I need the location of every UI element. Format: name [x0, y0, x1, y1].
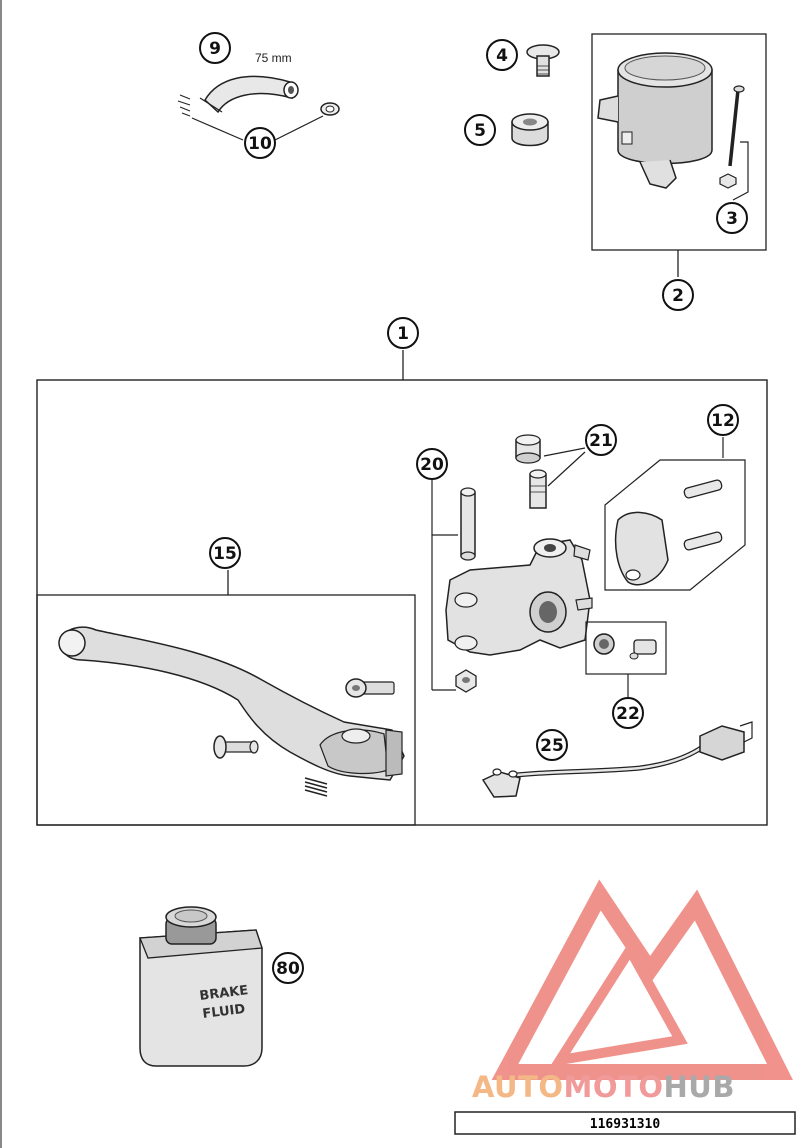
callout-circle — [416, 448, 448, 480]
screw-part-4 — [526, 44, 560, 77]
callout-circle — [585, 424, 617, 456]
lever-adjuster-screw — [345, 678, 395, 698]
reservoir-screw-part-3 — [719, 85, 745, 189]
part-number: 116931310 — [590, 1117, 661, 1132]
watermark-triangle-outer — [491, 879, 793, 1080]
reservoir-frame — [591, 33, 767, 251]
callout-label: 4 — [496, 46, 508, 66]
callout-20: 20 — [416, 448, 448, 480]
callout-1: 1 — [387, 317, 419, 349]
brake-fluid-can-part-80 — [139, 906, 263, 1067]
callout-circle — [387, 317, 419, 349]
rubber-bushing-part-5 — [511, 113, 549, 147]
callout-22: 22 — [612, 697, 644, 729]
leader-3 — [732, 141, 749, 201]
callout-circle — [244, 127, 276, 159]
callout-label: 20 — [420, 455, 444, 475]
callout-12: 12 — [707, 404, 739, 436]
pivot-nut — [455, 669, 477, 693]
callout-label: 15 — [213, 544, 237, 564]
callout-circle — [612, 697, 644, 729]
bleeder-valve — [529, 469, 547, 509]
fluid-reservoir — [597, 52, 713, 189]
watermark-triangle-inner — [549, 940, 688, 1067]
automotohub-watermark — [491, 879, 793, 1080]
fluid-can-label-line-2: FLUID — [202, 1002, 247, 1022]
callout-80: 80 — [272, 952, 304, 984]
fluid-can-label-line-1: BRAKE — [199, 983, 249, 1004]
master-cylinder-body — [445, 538, 593, 656]
callout-5: 5 — [464, 114, 496, 146]
pivot-pin-part-20 — [460, 487, 476, 561]
callout-15: 15 — [209, 537, 241, 569]
callout-label: 5 — [474, 121, 486, 141]
callout-label: 3 — [726, 209, 738, 229]
hose-dimension-label: 75 mm — [255, 51, 292, 65]
callout-label: 9 — [209, 39, 221, 59]
callout-25: 25 — [536, 729, 568, 761]
callout-circle — [716, 202, 748, 234]
part-number-box — [454, 1111, 796, 1135]
lever-pivot-bolt — [213, 735, 259, 759]
brake-lever — [58, 626, 405, 781]
leader-21 — [543, 447, 586, 457]
leader-21b — [547, 451, 586, 487]
callout-circle — [486, 39, 518, 71]
callout-circle — [464, 114, 496, 146]
callout-circle — [209, 537, 241, 569]
watermark-brand-hub: HUB — [664, 1070, 735, 1104]
callout-label: 22 — [616, 704, 640, 724]
callout-circle — [199, 32, 231, 64]
callout-circle — [272, 952, 304, 984]
callout-10: 10 — [244, 127, 276, 159]
brake-switch-part-22 — [585, 621, 667, 675]
watermark-brand-auto: AUTO — [472, 1070, 564, 1104]
callout-2: 2 — [662, 279, 694, 311]
callout-label: 2 — [672, 286, 684, 306]
leader-20 — [431, 480, 458, 536]
callout-3: 3 — [716, 202, 748, 234]
callout-label: 1 — [397, 324, 409, 344]
brake-light-switch-cable-part-25 — [481, 721, 753, 798]
callout-21: 21 — [585, 424, 617, 456]
callout-9: 9 — [199, 32, 231, 64]
hose-clamp-right — [320, 102, 340, 116]
callout-label: 21 — [589, 431, 613, 451]
callout-circle — [536, 729, 568, 761]
watermark-brand-moto: MOTO — [564, 1070, 664, 1104]
banjo-fitting-part-21 — [515, 434, 541, 464]
hose-clamp-left — [177, 94, 191, 117]
lever-frame — [36, 594, 416, 826]
callout-circle — [662, 279, 694, 311]
lever-spring — [304, 777, 328, 797]
callout-label: 10 — [248, 134, 272, 154]
handlebar-clamp-part-12 — [604, 459, 746, 591]
callout-label: 80 — [276, 959, 300, 979]
watermark-brand: AUTOMOTOHUB — [472, 1070, 735, 1104]
callout-label: 12 — [711, 411, 735, 431]
leader-10 — [191, 117, 244, 141]
callout-4: 4 — [486, 39, 518, 71]
leader-10b — [274, 115, 324, 141]
hose-part — [199, 75, 299, 114]
callout-circle — [707, 404, 739, 436]
callout-label: 25 — [540, 736, 564, 756]
